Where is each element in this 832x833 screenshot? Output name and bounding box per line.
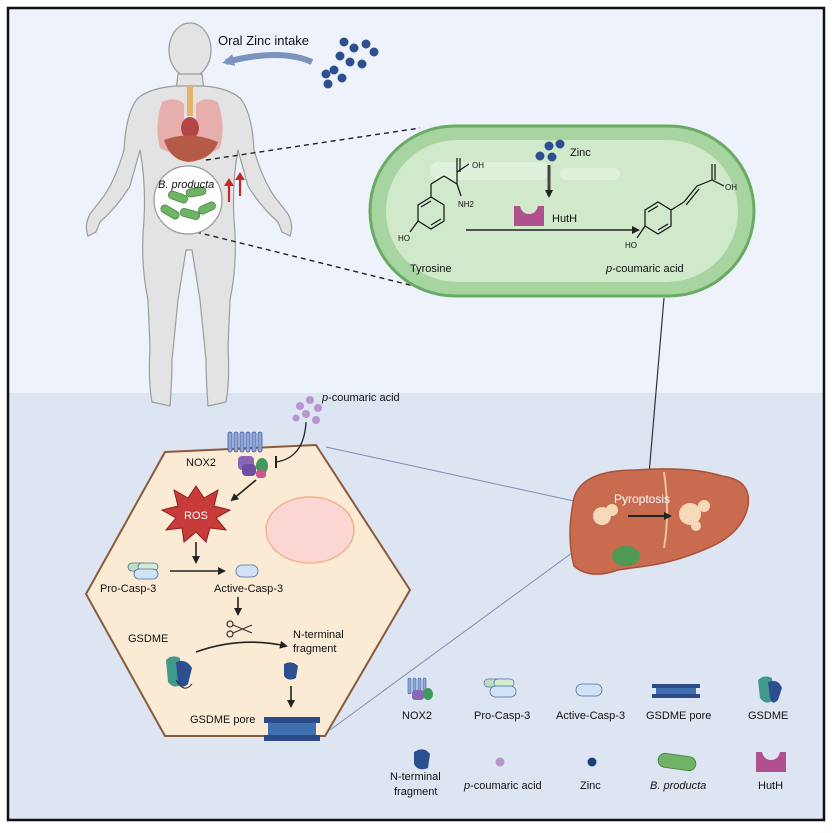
liver-lobe-line [663,471,668,549]
active-casp3-icon [235,564,259,578]
legend-coumaric-label: p-coumaric acid [463,780,542,792]
increase-arrows [224,172,245,202]
legend-huth-label: HutH [758,780,783,792]
bacterium-capsule [368,124,756,298]
tyrosine-structure [409,158,470,233]
nox2-complex-icon [227,431,268,478]
legend-gsdme-pore-icon [652,684,700,698]
gallbladder [612,546,640,566]
legend-coumaric-prefix: p [463,780,470,792]
tyrosine-oh: OH [472,161,484,170]
coumaric-acid-cell-label: p-coumaric acid [321,392,400,404]
coumaric-acid-label-rest: -coumaric acid [612,263,684,275]
b-producta-label: B. producta [158,179,214,191]
legend-zinc-label: Zinc [580,780,601,792]
coumaric-acid-cell-label-prefix: p [321,392,328,404]
human-organs [157,86,223,162]
coumaric-inhibits-pyroptosis-line [647,297,665,487]
oral-zinc-arrow [222,52,314,66]
tyrosine-label: Tyrosine [410,263,452,275]
legend-gsdme-label: GSDME [748,710,788,722]
legend-active-casp3-icon [575,683,603,697]
outer-frame [6,6,826,822]
pro-casp3-icon [127,562,159,580]
gut-magnified-circle: B. producta [153,165,223,235]
coumaric-oh: OH [725,183,737,192]
tyrosine-ho: HO [398,234,410,243]
legend-huth-icon [756,752,786,772]
liver-organ [164,135,218,162]
nox2-label: NOX2 [186,457,216,469]
huth-enzyme-icon [514,206,544,226]
legend-pro-casp3-label: Pro-Casp-3 [474,710,530,722]
gsdme-cleavage-arrow [195,640,288,653]
cleavage-scissors-icon [226,620,253,638]
cell-to-liver-line-top [325,446,607,509]
ros-starburst [160,485,232,543]
human-body-figure [85,22,293,407]
heart [181,117,199,139]
zinc-particles-cluster [321,37,379,89]
zoom-line-top [205,127,421,161]
n-terminal-label-line1: N-terminal [293,629,344,641]
legend-gsdme-icon [758,676,782,703]
zinc-cluster-bacterium [535,139,565,162]
legend-n-terminal-line1: N-terminal [390,771,441,783]
coumaric-acid-cell-label-rest: -coumaric acid [328,392,400,404]
legend-b-producta-icon [657,752,697,772]
nucleus [265,496,355,564]
coumaric-particles [292,396,322,424]
legend: NOX2 Pro-Casp-3 Active-Casp-3 GSDME pore… [390,676,788,798]
legend-coumaric-rest: -coumaric acid [470,780,542,792]
legend-n-terminal-icon [414,749,430,770]
legend-zinc-icon [587,757,597,767]
coumaric-ho: HO [625,241,637,250]
zinc-label-bacterium: Zinc [570,147,591,159]
legend-coumaric-icon [495,757,505,767]
legend-b-producta-label: B. producta [650,780,706,792]
coumaric-inhibits-nox2 [275,421,307,463]
ros-label: ROS [184,510,208,522]
legend-nox2-label: NOX2 [402,710,432,722]
pro-casp3-label: Pro-Casp-3 [100,583,156,595]
legend-n-terminal-line2: fragment [394,786,437,798]
legend-nox2-icon [407,677,433,700]
coumaric-acid-label-prefix: p [605,263,612,275]
gsdme-pore-label: GSDME pore [190,714,255,726]
oral-zinc-intake-label: Oral Zinc intake [218,33,309,48]
n-terminal-fragment-icon [284,662,298,680]
liver-organ-large [569,468,750,575]
zoom-line-bottom [195,231,431,291]
legend-gsdme-pore-label: GSDME pore [646,710,711,722]
b-producta-rods [160,186,216,220]
nox2-to-ros-arrow [230,479,257,502]
tyrosine-nh2: NH2 [458,200,475,209]
coumaric-acid-structure [636,164,725,239]
huth-label-bacterium: HutH [552,213,577,225]
liver-damage-spots [593,500,710,531]
active-casp3-label: Active-Casp-3 [214,583,283,595]
pyroptosis-label: Pyroptosis [614,492,670,506]
legend-pro-casp3-icon [483,678,517,698]
coumaric-acid-label: p-coumaric acid [605,263,684,275]
cell-to-liver-line-bottom [329,527,607,731]
trachea [187,86,193,116]
gsdme-label: GSDME [128,633,168,645]
gsdme-protein-icon [166,656,193,689]
legend-active-casp3-label: Active-Casp-3 [556,710,625,722]
n-terminal-label-line2: fragment [293,643,336,655]
gsdme-pore-icon [264,717,320,741]
